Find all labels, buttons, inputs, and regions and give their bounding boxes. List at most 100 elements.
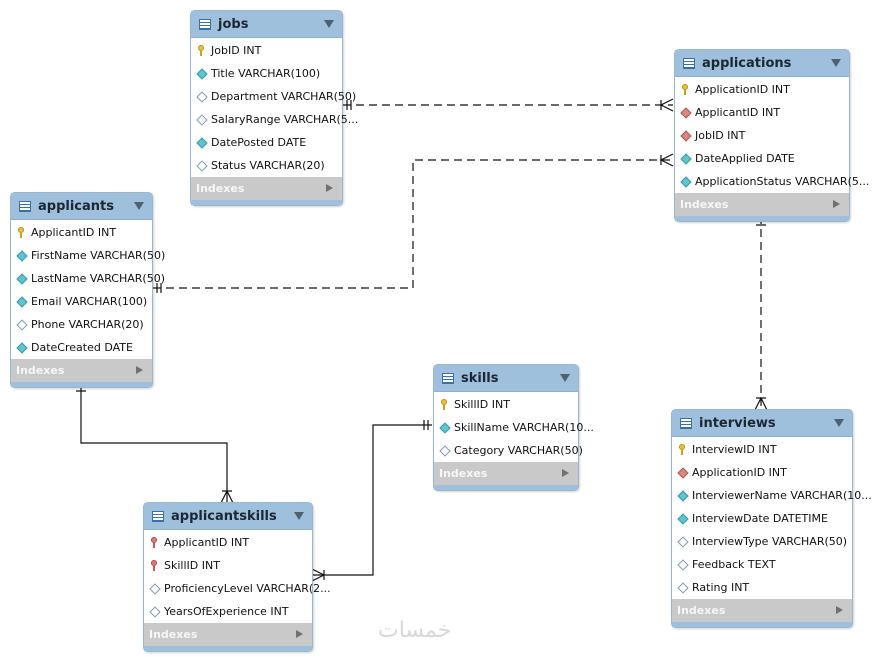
table-name: interviews [699,415,776,431]
indexes-label: Indexes [16,364,65,377]
column-row[interactable]: DateCreated DATE [11,336,152,359]
column-row[interactable]: DatePosted DATE [191,131,342,154]
table-name: applicantskills [171,508,277,524]
column-row[interactable]: Title VARCHAR(100) [191,62,342,85]
expand-arrow-icon[interactable] [296,630,303,638]
column-row[interactable]: ApplicationID INT [672,461,852,484]
table-jobs[interactable]: jobs JobID INT Title VARCHAR(100) Depart… [190,10,358,206]
collapse-arrow-icon[interactable] [134,202,144,210]
relationship-applicants-applicantskills[interactable] [76,383,234,504]
table-skills[interactable]: skills SkillID INT SkillName VARCHAR(10.… [433,364,594,491]
column-label: Phone VARCHAR(20) [31,318,144,331]
column-row[interactable]: DateApplied DATE [675,147,849,170]
column-row[interactable]: InterviewType VARCHAR(50) [672,530,852,553]
collapse-arrow-icon[interactable] [294,512,304,520]
relationship-applicants-applications[interactable] [153,153,674,293]
expand-arrow-icon[interactable] [136,366,143,374]
empty-diamond-icon [196,91,207,102]
empty-diamond-icon [16,319,27,330]
table-header[interactable]: applicantskills [144,503,312,530]
column-row[interactable]: ApplicationStatus VARCHAR(5... [675,170,869,193]
column-label: SkillID INT [164,559,220,572]
relationship-jobs-applications[interactable] [343,98,674,112]
table-applicantskills[interactable]: applicantskills ApplicantID INT SkillID … [143,502,331,652]
indexes-section[interactable]: Indexes [672,599,852,622]
empty-diamond-icon [149,583,160,594]
column-label: SkillName VARCHAR(10... [454,421,594,434]
column-row[interactable]: Feedback TEXT [672,553,852,576]
column-row[interactable]: Status VARCHAR(20) [191,154,342,177]
relationship-applications-interviews[interactable] [754,216,768,411]
collapse-arrow-icon[interactable] [560,374,570,382]
foreign-primary-key-icon [149,560,160,571]
column-row[interactable]: JobID INT [191,39,342,62]
indexes-section[interactable]: Indexes [675,193,849,216]
table-interviews[interactable]: interviews InterviewID INT ApplicationID… [671,409,872,628]
filled-diamond-icon [196,68,207,79]
table-bottom-bar [675,216,849,221]
column-row[interactable]: InterviewDate DATETIME [672,507,852,530]
table-header[interactable]: skills [434,365,578,392]
table-icon [19,200,31,212]
indexes-section[interactable]: Indexes [191,177,342,200]
column-row[interactable]: Category VARCHAR(50) [434,439,583,462]
column-row[interactable]: ApplicantID INT [11,221,152,244]
column-row[interactable]: JobID INT [675,124,849,147]
filled-diamond-icon [680,153,691,164]
column-row[interactable]: InterviewID INT [672,438,852,461]
table-name: skills [461,370,499,386]
expand-arrow-icon[interactable] [562,469,569,477]
collapse-arrow-icon[interactable] [834,419,844,427]
foreign-key-diamond-icon [680,107,691,118]
relationship-skills-applicantskills[interactable] [311,420,432,582]
column-row[interactable]: LastName VARCHAR(50) [11,267,165,290]
column-row[interactable]: FirstName VARCHAR(50) [11,244,165,267]
expand-arrow-icon[interactable] [833,200,840,208]
primary-key-icon [196,45,207,56]
column-row[interactable]: Rating INT [672,576,852,599]
table-icon [199,18,211,30]
expand-arrow-icon[interactable] [836,606,843,614]
column-label: ApplicationID INT [692,466,787,479]
column-label: Department VARCHAR(50) [211,90,357,103]
empty-diamond-icon [677,582,688,593]
column-list: ApplicantID INT FirstName VARCHAR(50) La… [11,220,165,359]
collapse-arrow-icon[interactable] [831,59,841,67]
column-row[interactable]: SkillID INT [434,393,578,416]
table-header[interactable]: interviews [672,410,852,437]
column-label: JobID INT [211,44,262,57]
collapse-arrow-icon[interactable] [324,20,334,28]
empty-diamond-icon [196,114,207,125]
column-row[interactable]: ApplicationID INT [675,78,849,101]
column-label: InterviewType VARCHAR(50) [692,535,848,548]
indexes-section[interactable]: Indexes [11,359,152,382]
column-row[interactable]: InterviewerName VARCHAR(10... [672,484,872,507]
column-label: Category VARCHAR(50) [454,444,583,457]
table-header[interactable]: jobs [191,11,342,38]
column-label: FirstName VARCHAR(50) [31,249,166,262]
table-applicants[interactable]: applicants ApplicantID INT FirstName VAR… [10,192,165,388]
column-row[interactable]: SalaryRange VARCHAR(5... [191,108,358,131]
indexes-section[interactable]: Indexes [144,623,312,646]
column-row[interactable]: ProficiencyLevel VARCHAR(2... [144,577,331,600]
expand-arrow-icon[interactable] [326,184,333,192]
table-header[interactable]: applicants [11,193,152,220]
column-row[interactable]: ApplicantID INT [144,531,312,554]
column-row[interactable]: Email VARCHAR(100) [11,290,152,313]
column-row[interactable]: SkillName VARCHAR(10... [434,416,594,439]
column-row[interactable]: YearsOfExperience INT [144,600,312,623]
column-row[interactable]: Department VARCHAR(50) [191,85,356,108]
column-row[interactable]: ApplicantID INT [675,101,849,124]
column-row[interactable]: Phone VARCHAR(20) [11,313,152,336]
table-icon [680,417,692,429]
column-label: InterviewID INT [692,443,777,456]
filled-diamond-icon [439,422,450,433]
table-name: jobs [218,16,249,32]
filled-diamond-icon [680,176,691,187]
table-applications[interactable]: applications ApplicationID INT Applicant… [674,49,869,222]
column-label: LastName VARCHAR(50) [31,272,166,285]
column-row[interactable]: SkillID INT [144,554,312,577]
table-header[interactable]: applications [675,50,849,77]
indexes-section[interactable]: Indexes [434,462,578,485]
